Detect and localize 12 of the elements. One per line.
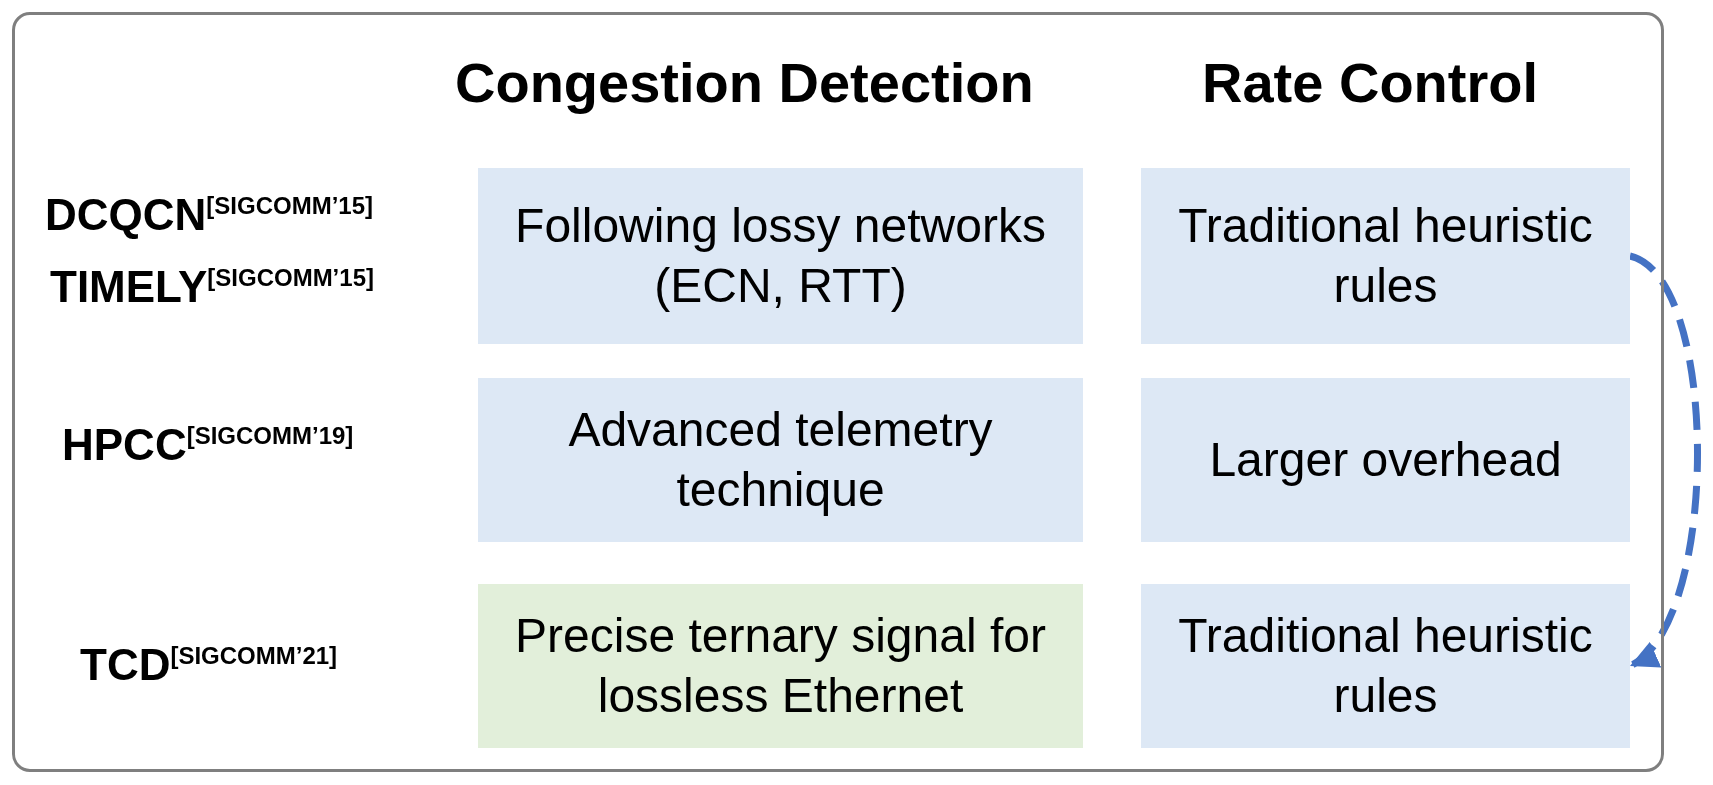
row-label: DCQCN$^{[SIGCOMM’15]}$ [45, 190, 373, 240]
row-label: TIMELY$^{[SIGCOMM’15]}$ [50, 262, 374, 312]
text-box: Traditional heuristic rules [1141, 168, 1630, 344]
text-box: Advanced telemetry technique [478, 378, 1083, 542]
row-label: HPCC$^{[SIGCOMM’19]}$ [62, 420, 354, 470]
column-heading: Rate Control [1202, 50, 1538, 115]
text-box: Precise ternary signal for lossless Ethernet [478, 584, 1083, 748]
text-box: Larger overhead [1141, 378, 1630, 542]
text-box: Traditional heuristic rules [1141, 584, 1630, 748]
row-label: TCD$^{[SIGCOMM’21]}$ [80, 640, 338, 690]
text-box: Following lossy networks (ECN, RTT) [478, 168, 1083, 344]
column-heading: Congestion Detection [455, 50, 1034, 115]
